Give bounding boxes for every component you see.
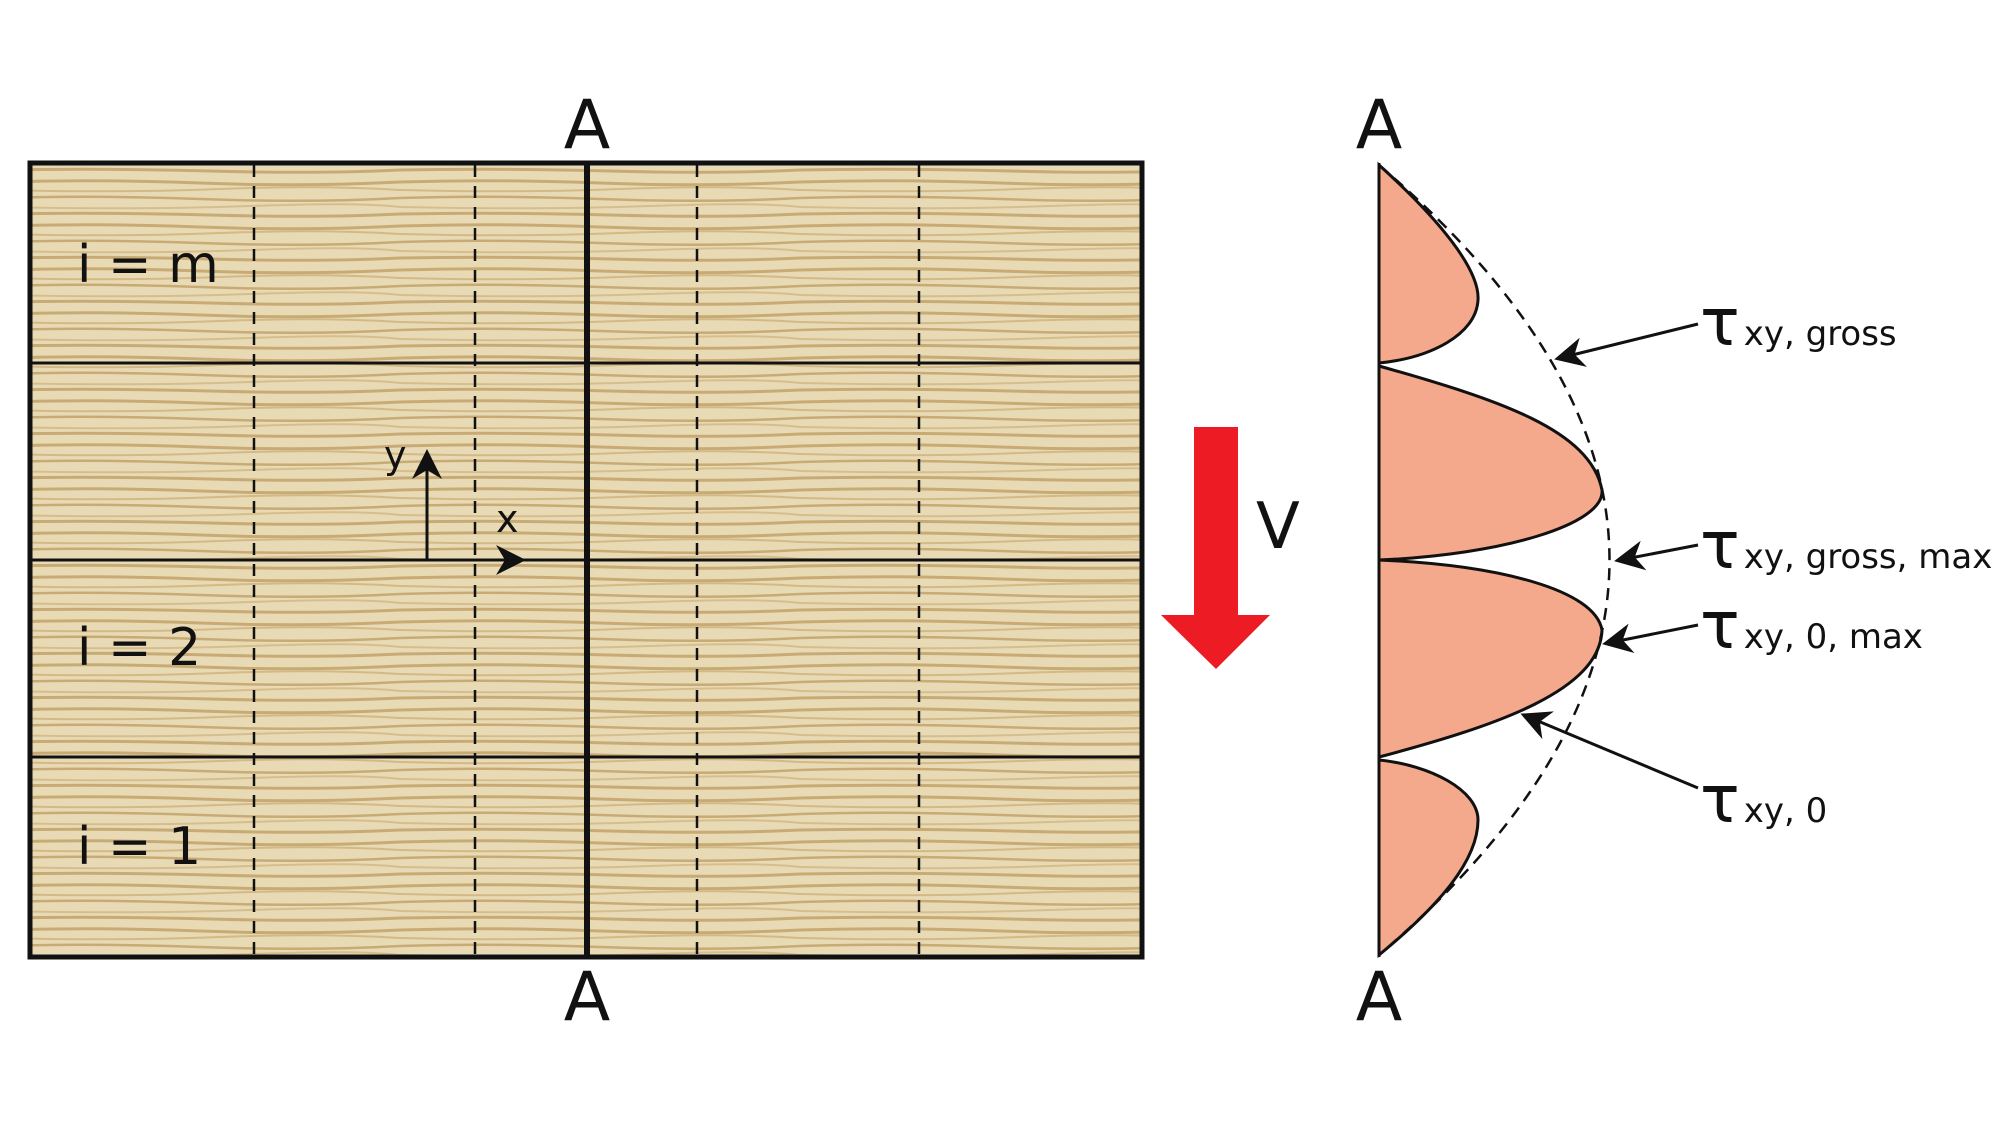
section-label-top: A — [564, 86, 611, 165]
section-label-bottom: A — [564, 958, 611, 1037]
dashed-lines — [252, 165, 921, 955]
leader-arrows — [1520, 322, 1699, 790]
profile-label-top: A — [1356, 86, 1403, 165]
gross-stress-curve — [1378, 164, 1611, 956]
clt-panel: i = m i = 2 i = 1 y x A A — [27, 86, 1145, 1037]
coordinate-axes: y x — [384, 433, 526, 575]
stress-lobes — [1377, 161, 1604, 959]
y-axis-label: y — [384, 433, 407, 477]
panel-border — [27, 160, 1145, 960]
layer-label-1: i = 1 — [77, 817, 201, 877]
stress-lobe-1 — [1377, 758, 1480, 959]
layer-label-2: i = 2 — [77, 618, 201, 678]
down-arrow-icon — [1161, 427, 1270, 669]
leader-arrow-icon — [1614, 540, 1699, 571]
stress-lobe-m — [1377, 161, 1480, 365]
shear-force: V — [1161, 427, 1300, 669]
leader-arrow-icon — [1520, 711, 1699, 790]
layer-label-m: i = m — [77, 235, 219, 295]
leader-arrow-icon — [1554, 322, 1699, 367]
profile-label-bottom: A — [1356, 958, 1403, 1037]
shear-force-label: V — [1256, 490, 1300, 564]
x-axis-label: x — [496, 497, 519, 541]
leader-arrow-icon — [1602, 623, 1699, 654]
